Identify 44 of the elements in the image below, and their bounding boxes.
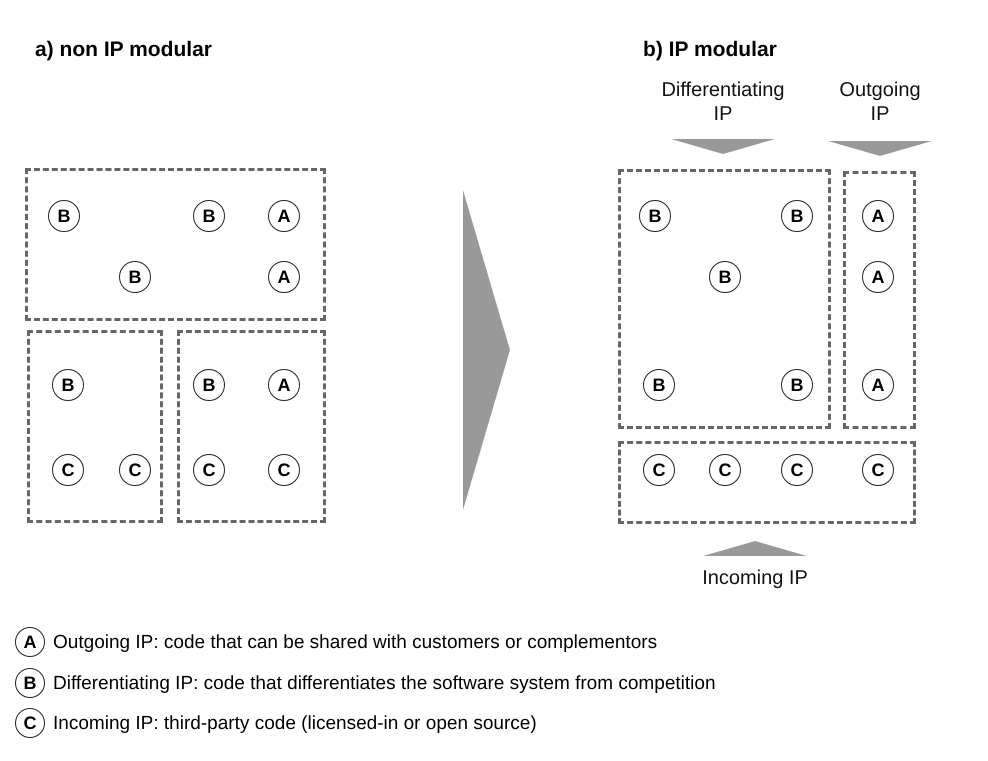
letter-circle: A (862, 200, 894, 232)
dashed-module-box (618, 169, 831, 429)
legend-description: Differentiating IP: code that differentiates the software system from competition (53, 673, 716, 695)
letter-circle: A (862, 369, 894, 401)
ip-type-label: Outgoing IP (835, 78, 925, 128)
letter-circle: B (781, 369, 813, 401)
arrow (703, 541, 807, 556)
dashed-module-box (177, 330, 326, 523)
letter-circle: A (268, 261, 300, 293)
letter-circle: B (193, 369, 225, 401)
letter-circle: C (119, 454, 151, 486)
letter-circle: C (643, 454, 675, 486)
letter-circle: C (268, 454, 300, 486)
letter-circle: C (781, 454, 813, 486)
letter-circle: B (639, 200, 671, 232)
ip-type-label: Differentiating IP (653, 78, 793, 128)
panel-heading: a) non IP modular (35, 38, 212, 62)
letter-circle: A (862, 261, 894, 293)
letter-circle: C (709, 454, 741, 486)
panel-heading: b) IP modular (643, 38, 777, 62)
letter-circle: C (52, 454, 84, 486)
letter-circle: B (52, 369, 84, 401)
letter-circle: A (268, 369, 300, 401)
letter-circle: B (643, 369, 675, 401)
letter-circle: C (862, 454, 894, 486)
dashed-module-box (843, 171, 916, 429)
arrow (828, 141, 932, 156)
letter-circle: B (48, 200, 80, 232)
legend-letter-circle: C (15, 708, 45, 738)
legend-letter-circle: A (15, 627, 45, 657)
dashed-module-box (618, 441, 916, 524)
ip-type-label: Incoming IP (690, 566, 820, 594)
dashed-module-box (25, 168, 326, 321)
letter-circle: A (268, 200, 300, 232)
dashed-module-box (27, 330, 163, 523)
arrow (671, 139, 775, 154)
letter-circle: B (119, 261, 151, 293)
letter-circle: B (709, 261, 741, 293)
letter-circle: B (781, 200, 813, 232)
letter-circle: B (193, 200, 225, 232)
legend-description: Incoming IP: third-party code (licensed-in or open source) (53, 713, 537, 735)
legend-description: Outgoing IP: code that can be shared with customers or complementors (53, 632, 658, 654)
letter-circle: C (193, 454, 225, 486)
legend-letter-circle: B (15, 668, 45, 698)
